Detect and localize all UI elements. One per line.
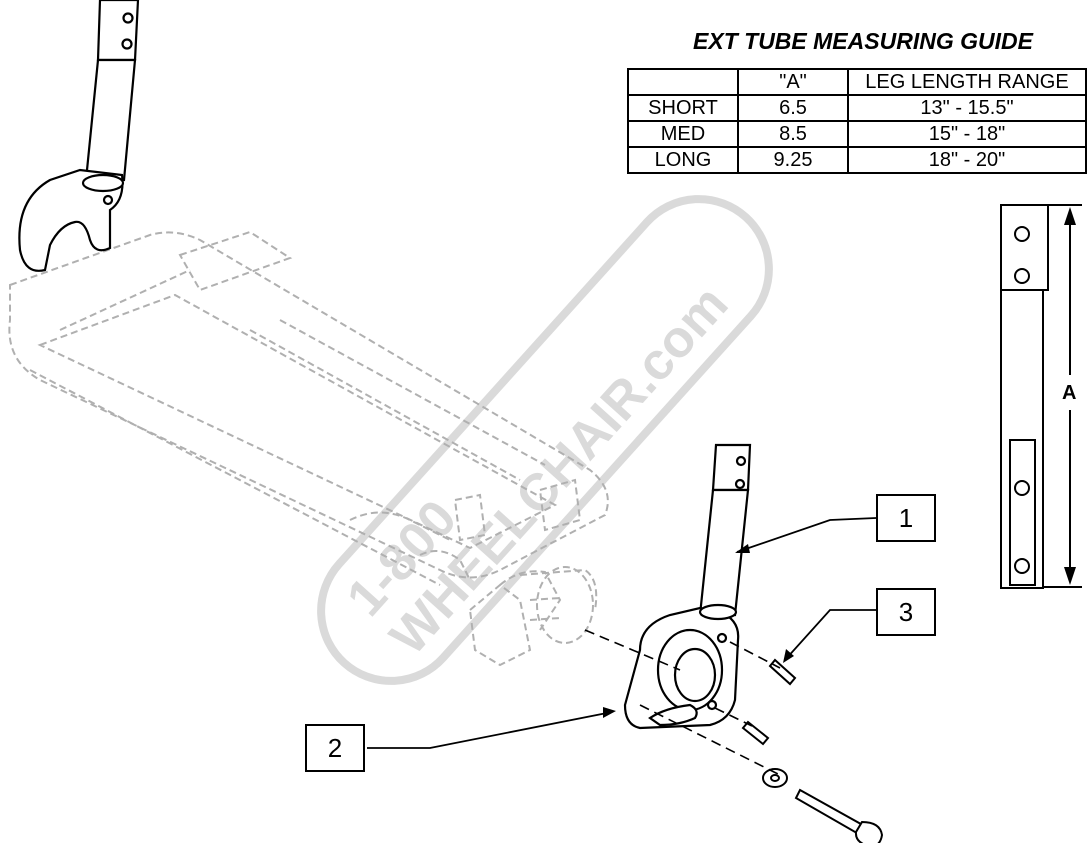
table-header-row: "A" LEG LENGTH RANGE <box>627 68 1087 96</box>
assembly-lines <box>584 629 781 776</box>
header-cell <box>627 68 739 96</box>
footplate-ghost <box>8 230 609 586</box>
extension-tube <box>698 443 752 617</box>
table-cell: LONG <box>627 146 739 174</box>
table-row: LONG 9.25 18" - 20" <box>627 146 1087 174</box>
table-cell: 13" - 15.5" <box>847 94 1087 122</box>
table-row: MED 8.5 15" - 18" <box>627 120 1087 148</box>
guide-title: EXT TUBE MEASURING GUIDE <box>693 28 1033 54</box>
measuring-guide-table: "A" LEG LENGTH RANGE SHORT 6.5 13" - 15.… <box>627 68 1087 174</box>
table-cell: 6.5 <box>737 94 849 122</box>
table-cell: SHORT <box>627 94 739 122</box>
leader-arrowheads <box>603 544 794 718</box>
clamp-block <box>623 603 740 730</box>
dimension-label-a: A <box>1062 382 1077 404</box>
table-cell: 18" - 20" <box>847 146 1087 174</box>
upper-tube-assembly <box>18 0 140 272</box>
dimension-arrowheads <box>1064 207 1076 585</box>
hinge-ghost <box>468 566 598 667</box>
table-cell: 8.5 <box>737 120 849 148</box>
callout-2: 2 <box>305 724 365 772</box>
header-cell: "A" <box>737 68 849 96</box>
header-cell: LEG LENGTH RANGE <box>847 68 1087 96</box>
tube-dimension-drawing <box>1000 204 1082 589</box>
callout-1: 1 <box>876 494 936 542</box>
table-cell: MED <box>627 120 739 148</box>
hardware <box>741 658 884 843</box>
watermark-line2: WHEELCHAIR.com <box>379 275 739 666</box>
leader-lines <box>367 517 877 749</box>
callout-3: 3 <box>876 588 936 636</box>
table-cell: 9.25 <box>737 146 849 174</box>
table-cell: 15" - 18" <box>847 120 1087 148</box>
table-row: SHORT 6.5 13" - 15.5" <box>627 94 1087 122</box>
